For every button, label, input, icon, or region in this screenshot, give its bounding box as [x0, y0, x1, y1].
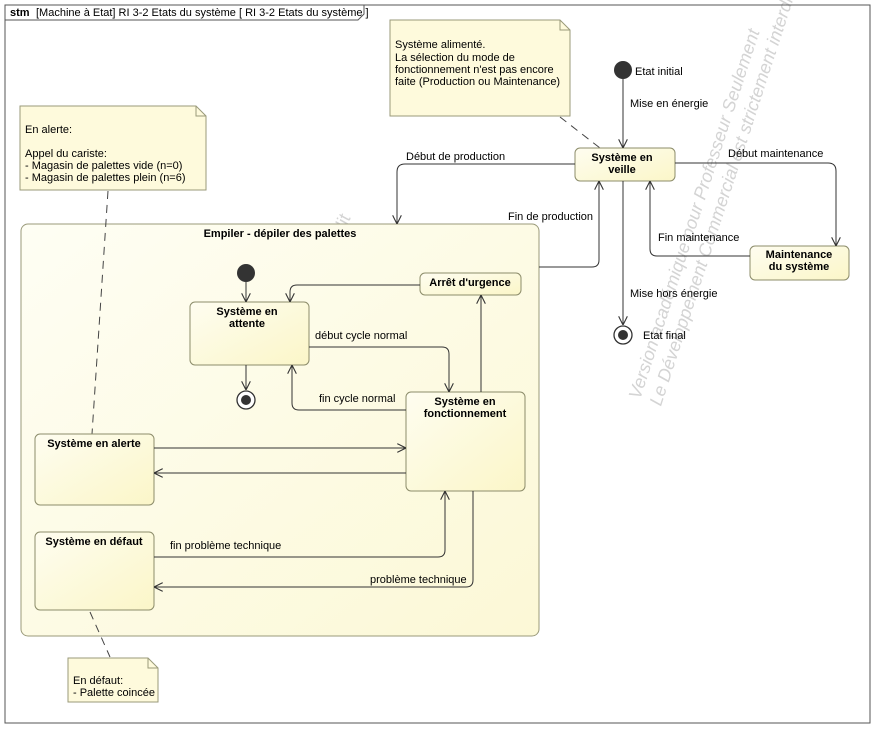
label-debut-cycle: début cycle normal — [315, 330, 407, 342]
transition-fin-production — [539, 181, 599, 268]
state-systeme-en-alerte[interactable]: Système en alerte — [34, 433, 155, 506]
label-etat-initial: Etat initial — [635, 66, 683, 78]
svg-text:- Magasin de palettes vide (n=: - Magasin de palettes vide (n=0) — [25, 160, 182, 172]
transition-fin-cycle — [292, 365, 406, 411]
svg-text:faite (Production ou Maintenan: faite (Production ou Maintenance) — [395, 76, 560, 88]
svg-text:Système en: Système en — [434, 396, 495, 408]
svg-text:Système alimenté.: Système alimenté. — [395, 39, 485, 51]
transition-debut-production — [397, 163, 575, 224]
state-maintenance[interactable]: Maintenance du système — [749, 245, 850, 281]
transition-probleme — [154, 491, 474, 587]
svg-text:Arrêt d'urgence: Arrêt d'urgence — [429, 277, 510, 289]
svg-text:- Palette coincée: - Palette coincée — [73, 687, 155, 699]
svg-text:La sélection du mode de: La sélection du mode de — [395, 52, 515, 64]
label-mise-hors-energie: Mise hors énergie — [630, 288, 717, 300]
svg-text:attente: attente — [229, 318, 265, 330]
frame-title: [Machine à Etat] RI 3-2 Etats du système… — [36, 7, 369, 19]
svg-text:Version académique pour Profes: Version académique pour Professeur Seule… — [625, 26, 764, 402]
svg-text:Système en: Système en — [591, 152, 652, 164]
state-systeme-en-fonctionnement[interactable]: Système en fonctionnement — [405, 391, 526, 492]
svg-text:En défaut:: En défaut: — [73, 675, 123, 687]
diagram-frame: stm [Machine à Etat] RI 3-2 Etats du sys… — [4, 4, 871, 724]
transition-urgence-vers-attente — [290, 284, 420, 302]
svg-text:Système en alerte: Système en alerte — [47, 438, 141, 450]
label-fin-probleme: fin problème technique — [170, 540, 281, 552]
transition-fin-probleme — [154, 491, 445, 558]
state-systeme-en-defaut[interactable]: Système en défaut — [34, 531, 155, 611]
label-probleme: problème technique — [370, 574, 467, 586]
state-systeme-en-veille[interactable]: Système en veille — [574, 147, 676, 182]
label-mise-en-energie: Mise en énergie — [630, 98, 708, 110]
svg-text:Système en défaut: Système en défaut — [45, 536, 143, 548]
label-debut-maintenance: Début maintenance — [728, 148, 823, 160]
initial-state-inner — [237, 264, 255, 282]
transition-debut-maintenance — [675, 162, 836, 246]
svg-text:Le Développement Commercial es: Le Développement Commercial est strictem… — [646, 0, 799, 408]
label-fin-maintenance: Fin maintenance — [658, 232, 739, 244]
svg-text:fonctionnement n'est pas encor: fonctionnement n'est pas encore — [395, 64, 554, 76]
transition-fin-maintenance — [650, 181, 750, 257]
svg-text:fonctionnement: fonctionnement — [424, 408, 507, 420]
note-en-defaut: En défaut: - Palette coincée — [67, 657, 159, 703]
svg-text:du système: du système — [769, 261, 830, 273]
note-en-alerte: En alerte: Appel du cariste: - Magasin d… — [19, 105, 207, 191]
label-fin-cycle: fin cycle normal — [319, 393, 395, 405]
label-fin-production: Fin de production — [508, 211, 593, 223]
note-systeme-alimente: Système alimenté. La sélection du mode d… — [389, 19, 571, 117]
svg-text:Empiler - dépiler des palettes: Empiler - dépiler des palettes — [204, 228, 357, 240]
transition-debut-cycle — [309, 346, 449, 392]
svg-text:En alerte:: En alerte: — [25, 124, 72, 136]
svg-text:veille: veille — [608, 164, 636, 176]
note-link-alimente — [559, 116, 601, 149]
state-arret-urgence[interactable]: Arrêt d'urgence — [419, 272, 522, 296]
frame-keyword: stm — [10, 7, 30, 19]
watermark: Version académique pour Professeur Seule… — [625, 0, 799, 408]
svg-text:Appel du cariste:: Appel du cariste: — [25, 148, 107, 160]
final-state-top — [613, 325, 633, 345]
note-link-alerte — [91, 190, 109, 435]
final-state-inner — [236, 390, 256, 410]
initial-state-top — [614, 61, 632, 79]
svg-text:Système en: Système en — [216, 306, 277, 318]
label-debut-production: Début de production — [406, 151, 505, 163]
svg-text:Maintenance: Maintenance — [766, 249, 833, 261]
svg-text:- Magasin de palettes plein (n: - Magasin de palettes plein (n=6) — [25, 172, 186, 184]
label-etat-final: Etat final — [643, 330, 686, 342]
state-systeme-en-attente[interactable]: Système en attente — [189, 301, 310, 366]
